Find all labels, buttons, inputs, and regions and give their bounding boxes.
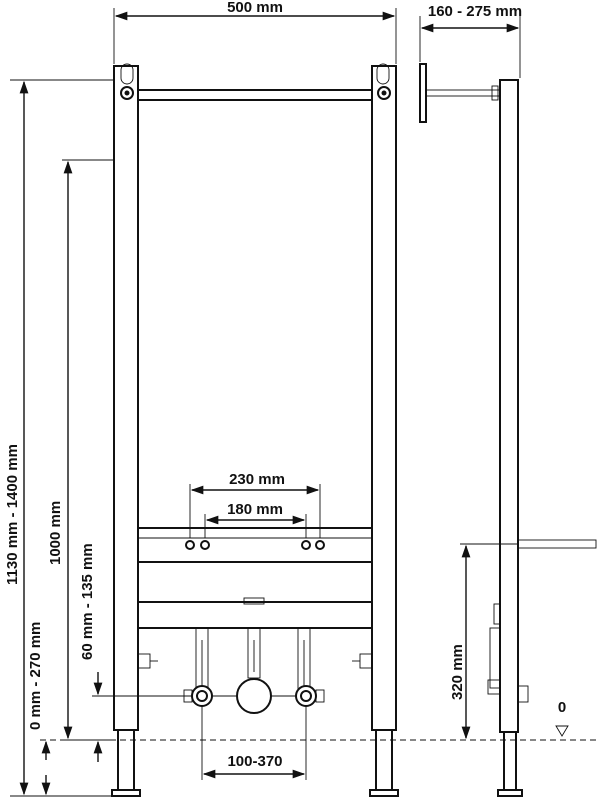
- right-mounting-slot: [376, 63, 390, 85]
- right-foot-plate: [369, 789, 399, 797]
- dim-outer-fixing: 230 mm: [189, 471, 321, 538]
- dim-supply-spacing: 100-370: [201, 706, 307, 780]
- label-depth-range: 160 - 275 mm: [428, 3, 522, 20]
- fixing-bolt-2: [200, 540, 210, 550]
- right-clamp: [359, 653, 373, 669]
- fixing-bolt-3: [301, 540, 311, 550]
- label-floor-zero: 0: [558, 699, 566, 716]
- label-frame-width: 500 mm: [227, 0, 283, 16]
- right-foot: [375, 729, 393, 793]
- lower-crossbar: [137, 601, 373, 629]
- label-side-height: 320 mm: [449, 644, 466, 700]
- mounting-plate: [137, 527, 373, 563]
- dim-total-height: 1130 mm - 1400 mm: [4, 79, 114, 797]
- right-upright: [371, 65, 397, 731]
- fixing-bolt-4: [315, 540, 325, 550]
- floor-zero-marker: 0: [555, 699, 569, 737]
- label-foot-range: 0 mm - 270 mm: [27, 622, 44, 730]
- right-supply-stub: [315, 689, 325, 703]
- left-clamp: [137, 653, 151, 669]
- label-outer-fixing: 230 mm: [229, 471, 285, 488]
- dim-crossbar-height: 60 mm - 135 mm: [79, 543, 192, 762]
- label-total-height: 1130 mm - 1400 mm: [4, 444, 21, 585]
- left-foot-plate: [111, 789, 141, 797]
- fixing-bolt-1: [185, 540, 195, 550]
- drain-outlet: [236, 678, 272, 714]
- side-foot: [503, 731, 517, 791]
- label-crossbar-height: 60 mm - 135 mm: [79, 543, 96, 660]
- label-inner-fixing: 180 mm: [227, 501, 283, 518]
- side-upright: [499, 79, 519, 733]
- side-fitting-box: [489, 627, 501, 689]
- dim-frame-width: 500 mm: [113, 0, 397, 64]
- wall-bracket-rod: [425, 89, 501, 97]
- dim-depth-range: 160 - 275 mm: [419, 3, 522, 78]
- label-supply-spacing: 100-370: [227, 753, 282, 770]
- left-mounting-slot: [120, 63, 134, 85]
- top-crossbar: [137, 89, 373, 101]
- dim-inner-fixing: 180 mm: [204, 501, 307, 538]
- label-inner-height: 1000 mm: [47, 501, 64, 565]
- side-outlet: [517, 685, 529, 703]
- wall-bracket-plate: [419, 63, 427, 123]
- side-view-frame: [419, 63, 597, 797]
- left-foot: [117, 729, 135, 793]
- dim-side-height: 320 mm: [449, 543, 518, 740]
- support-arm: [517, 539, 597, 549]
- left-upright: [113, 65, 139, 731]
- dim-foot-range: 0 mm - 270 mm: [27, 622, 600, 796]
- level-triangle-icon: [555, 725, 569, 737]
- crossbar-clip: [243, 597, 265, 605]
- front-view-frame: [111, 63, 399, 797]
